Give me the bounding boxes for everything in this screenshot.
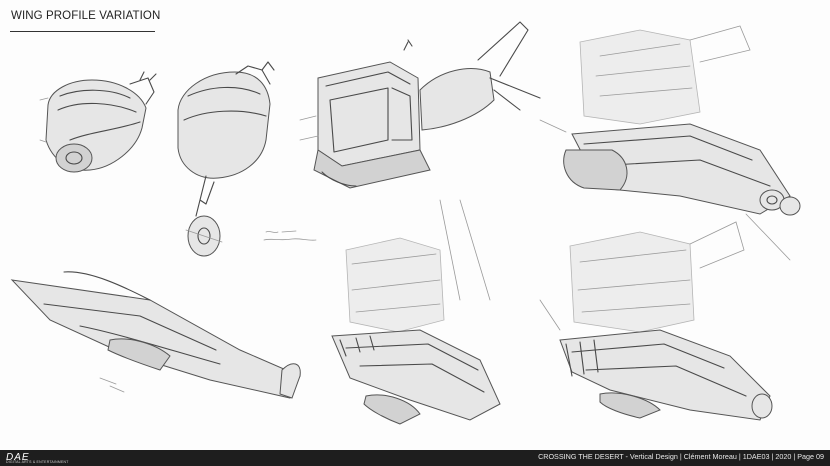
sketch-flying-wing bbox=[10, 271, 301, 399]
sketch-ship-with-engines-top bbox=[539, 25, 801, 261]
sketch-hover-hull-middle bbox=[331, 199, 501, 425]
sketch-truck-cab-with-tail bbox=[299, 21, 541, 189]
sketch-canvas bbox=[10, 21, 801, 425]
sketch-hover-hull-right bbox=[539, 221, 773, 421]
sketch-landing-gear-housing bbox=[39, 71, 157, 173]
page-title: WING PROFILE VARIATION bbox=[11, 10, 161, 22]
footer-caption: CROSSING THE DESERT - Vertical Design | … bbox=[538, 452, 824, 461]
sketch-gear-with-wheel bbox=[177, 61, 275, 257]
dae-logo-icon: DAE bbox=[6, 452, 30, 463]
footer-bar: DAE DIGITAL ARTS & ENTERTAINMENT CROSSIN… bbox=[0, 450, 830, 466]
logo-wordmark: DAE bbox=[6, 452, 30, 463]
handwritten-note-scribble bbox=[263, 230, 317, 241]
logo-subtext: DIGITAL ARTS & ENTERTAINMENT bbox=[6, 460, 69, 464]
title-underline bbox=[10, 31, 155, 32]
